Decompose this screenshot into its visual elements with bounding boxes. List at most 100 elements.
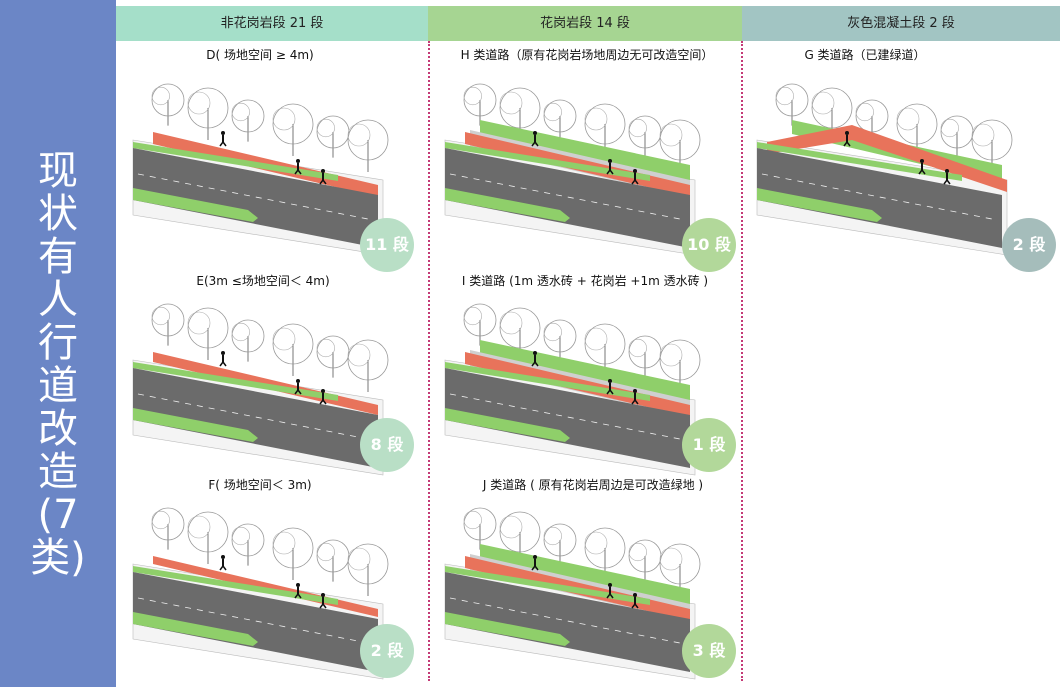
tree-canopy [896, 103, 938, 145]
tree-canopy [187, 515, 211, 539]
tree-canopy [584, 103, 626, 145]
caption-h: H 类道路（原有花岗岩场地周边无可改造空间） [460, 48, 714, 62]
tree-canopy [659, 543, 701, 585]
tree-canopy [543, 523, 577, 557]
title-char: 造 [38, 449, 78, 495]
pedestrian-figure [319, 603, 324, 609]
tree-canopy [347, 123, 371, 147]
street-diagram-f [128, 494, 438, 684]
segment-count-badge-j: 3 段 [682, 624, 736, 678]
tree-canopy [499, 311, 523, 335]
tree-canopy [499, 91, 523, 115]
pedestrian-figure [534, 565, 539, 571]
pedestrian-figure [946, 179, 951, 185]
pedestrian-figure [297, 593, 302, 599]
segment-count-badge-e: 8 段 [360, 418, 414, 472]
pedestrian-figure [608, 379, 612, 383]
tree-canopy [187, 311, 211, 335]
tree-canopy [499, 511, 541, 553]
tree-canopy [316, 115, 350, 149]
tree-canopy [584, 531, 608, 555]
tree-canopy [971, 123, 995, 147]
tree-canopy [347, 119, 389, 161]
pedestrian-figure [534, 141, 539, 147]
roadway [445, 368, 690, 468]
tree-canopy [187, 511, 229, 553]
pedestrian-figure [531, 141, 536, 147]
pedestrian-figure [294, 593, 299, 599]
tree-canopy [231, 102, 250, 122]
tree-canopy [231, 322, 250, 342]
tree-canopy [316, 542, 335, 562]
pedestrian-figure [633, 389, 637, 393]
tree-canopy [584, 327, 608, 351]
pedestrian-figure [533, 131, 537, 135]
roadway [133, 572, 378, 672]
tree-canopy [499, 515, 523, 539]
green-verge [445, 566, 650, 605]
front-green-strip [445, 188, 570, 222]
column-header-concrete: 灰色混凝土段 2 段 [742, 6, 1060, 41]
tree-canopy [775, 83, 809, 117]
pedestrian-figure [294, 389, 299, 395]
title-char: (7 [37, 492, 79, 538]
pedestrian-figure [322, 179, 327, 185]
tree-canopy [659, 339, 701, 381]
green-verge [757, 142, 962, 181]
tree-canopy [151, 83, 185, 117]
roadway [445, 572, 690, 672]
street-diagram-i [440, 290, 750, 480]
tree-canopy [347, 343, 371, 367]
pedestrian-figure [846, 141, 851, 147]
lane-marking [449, 173, 686, 221]
tree-canopy [463, 510, 482, 530]
street-diagram-d [128, 70, 438, 260]
tree-canopy [499, 87, 541, 129]
tree-canopy [187, 307, 229, 349]
title-char: 人 [38, 277, 78, 323]
tree-canopy [855, 99, 889, 133]
lane-marking [761, 173, 998, 221]
tree-canopy [347, 547, 371, 571]
pedestrian-figure [608, 583, 612, 587]
tree-canopy [855, 102, 874, 122]
pedestrian-figure [219, 141, 224, 147]
pedestrian-figure [296, 379, 300, 383]
tree-canopy [272, 323, 314, 365]
street-diagram-h [440, 70, 750, 260]
segment-count-badge-g: 2 段 [1002, 218, 1056, 272]
segment-count-badge-h: 10 段 [682, 218, 736, 272]
green-verge [133, 566, 338, 605]
tree-canopy [151, 510, 170, 530]
pedestrian-figure [633, 169, 637, 173]
pedestrian-figure [633, 593, 637, 597]
pedestrian-figure [319, 179, 324, 185]
tree-canopy [316, 118, 335, 138]
tree-canopy [187, 91, 211, 115]
tree-canopy [659, 343, 683, 367]
tree-canopy [659, 123, 683, 147]
pedestrian-figure [921, 169, 926, 175]
title-char: 状 [38, 191, 78, 237]
greenway-path [767, 125, 1007, 192]
title-char: 有 [38, 234, 78, 280]
tree-canopy [463, 86, 482, 106]
pedestrian-figure [296, 159, 300, 163]
roadway [757, 148, 1002, 248]
tree-canopy [543, 99, 577, 133]
tree-canopy [151, 86, 170, 106]
green-verge [133, 362, 338, 401]
tree-canopy [316, 335, 350, 369]
tree-canopy [940, 115, 974, 149]
pedestrian-figure [534, 361, 539, 367]
pedestrian-figure [634, 603, 639, 609]
tree-canopy [811, 91, 835, 115]
tree-canopy [272, 103, 314, 145]
pedestrian-figure [631, 603, 636, 609]
front-green-strip [445, 408, 570, 442]
pedestrian-figure [531, 361, 536, 367]
tree-canopy [628, 542, 647, 562]
pedestrian-figure [606, 169, 611, 175]
tree-canopy [628, 118, 647, 138]
pedestrian-figure [219, 565, 224, 571]
